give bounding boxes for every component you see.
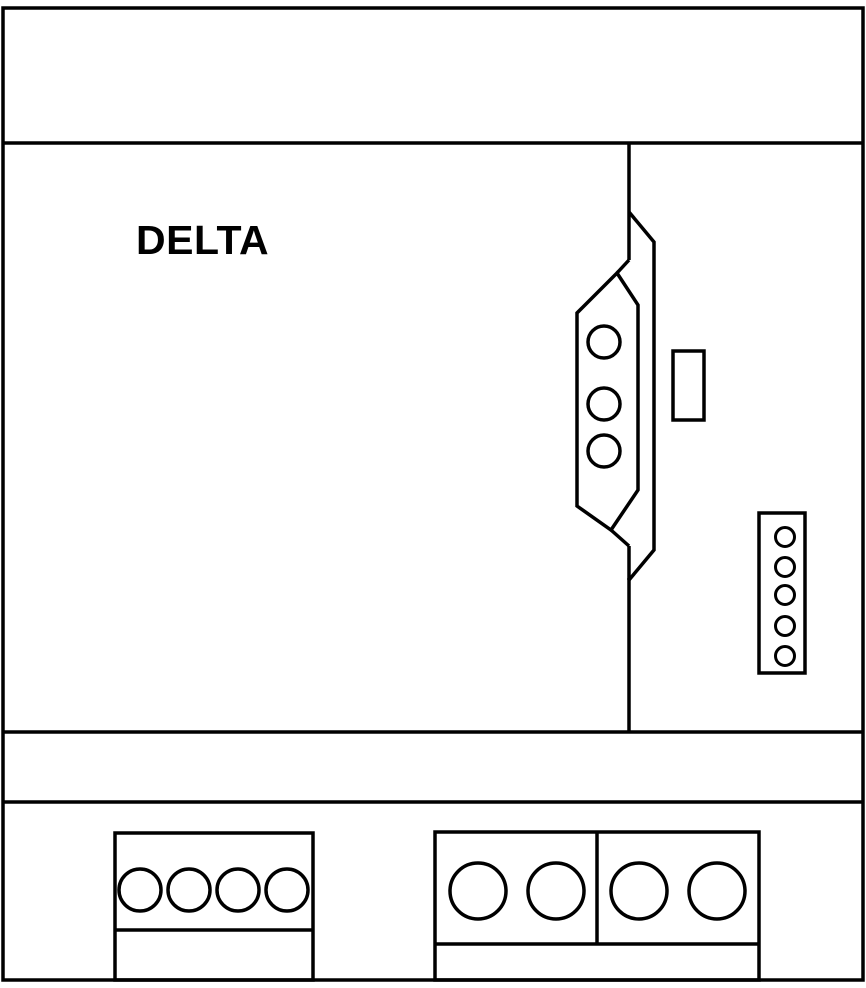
status-switch — [671, 349, 706, 422]
pin-header — [757, 511, 807, 675]
comm-port-connector — [575, 270, 640, 533]
pin-header-pin-5 — [774, 645, 796, 667]
pin-header-pin-1 — [774, 526, 796, 548]
small-terminal-screw-4 — [264, 867, 310, 913]
comm-port-pin-2 — [586, 386, 622, 422]
enclosure-outline — [1, 6, 865, 982]
large-terminal-screw-1 — [448, 861, 508, 921]
pin-header-pin-2 — [774, 556, 796, 578]
comm-port-bracket-joint-bottom — [609, 528, 631, 548]
comm-port-bracket — [627, 210, 656, 582]
brand-label: DELTA — [136, 217, 270, 263]
small-terminal-screw-2 — [166, 867, 212, 913]
large-terminal-screw-4 — [687, 861, 747, 921]
pin-header-pin-4 — [774, 615, 796, 637]
comm-port-pin-1 — [586, 324, 622, 360]
comm-port-pin-3 — [586, 433, 622, 469]
small-terminal-block — [113, 831, 315, 982]
large-terminal-screw-2 — [526, 861, 586, 921]
pin-header-pin-3 — [774, 584, 796, 606]
large-terminal-screw-3 — [609, 861, 669, 921]
small-terminal-screw-1 — [117, 867, 163, 913]
comm-port-bracket-joint-top — [615, 258, 631, 275]
small-terminal-screw-3 — [215, 867, 261, 913]
